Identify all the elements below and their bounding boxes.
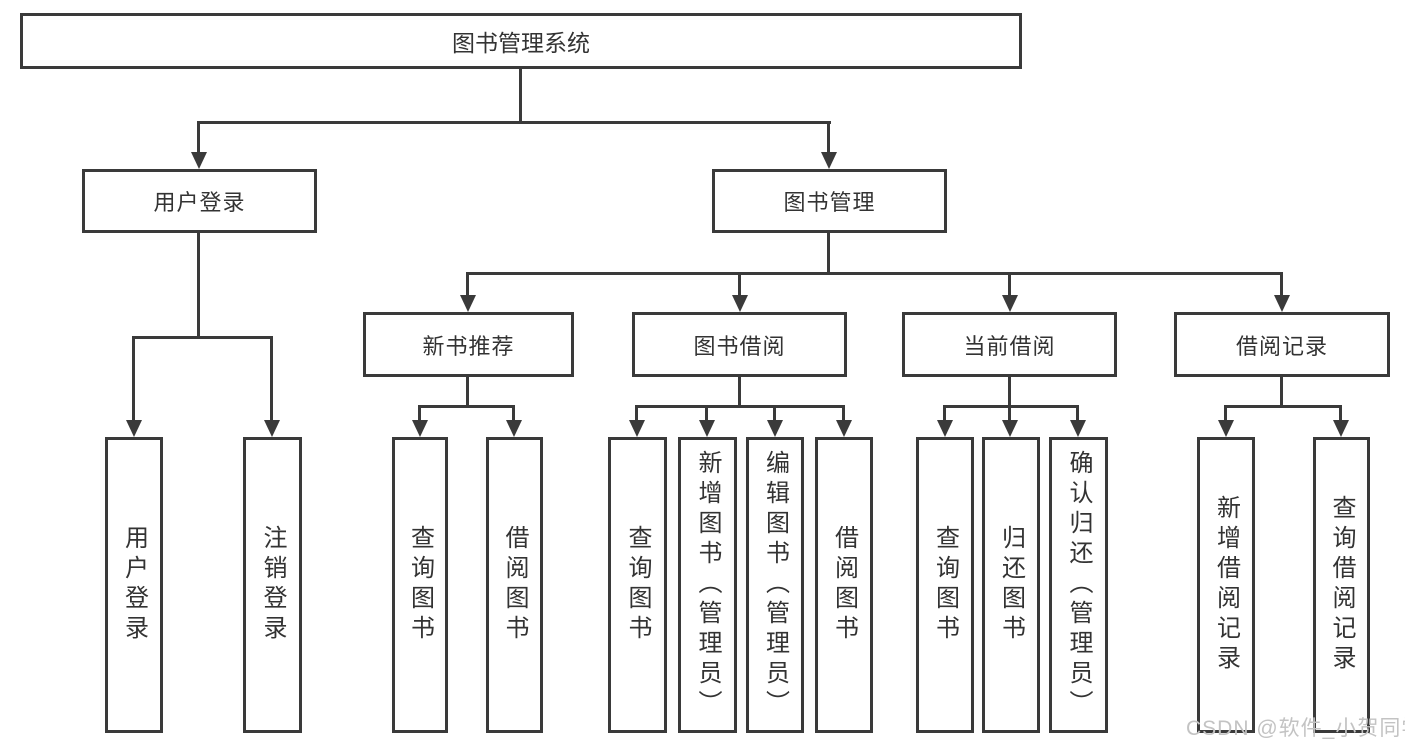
leaf-add-book-admin: 新增图书（管理员） — [678, 437, 737, 733]
leaf-label: 注销登录 — [259, 525, 286, 645]
node-label: 图书管理 — [783, 190, 876, 215]
connector-line — [1008, 272, 1011, 299]
connector-line — [1280, 272, 1283, 299]
leaf-label: 借阅图书 — [830, 525, 858, 645]
connector-line — [1008, 405, 1011, 424]
arrow-down-icon — [460, 295, 476, 312]
arrow-down-icon — [1070, 420, 1086, 437]
leaf-label: 借阅图书 — [501, 525, 528, 645]
node-label: 当前借阅 — [963, 333, 1056, 359]
leaf-query-borrow-record: 查询借阅记录 — [1313, 437, 1370, 733]
connector-line — [738, 272, 741, 299]
leaf-return-books: 归还图书 — [982, 437, 1040, 733]
node-user-login: 用户登录 — [82, 169, 317, 233]
arrow-down-icon — [767, 420, 783, 437]
leaf-add-borrow-record: 新增借阅记录 — [1197, 437, 1255, 733]
connector-line — [738, 377, 741, 408]
node-new-book-recommend: 新书推荐 — [363, 312, 574, 377]
arrow-down-icon — [1218, 420, 1234, 437]
connector-line — [198, 121, 831, 124]
connector-line — [197, 121, 200, 156]
leaf-edit-book-admin: 编辑图书（管理员） — [746, 437, 804, 733]
arrow-down-icon — [1274, 295, 1290, 312]
node-library-system-root: 图书管理系统 — [20, 13, 1022, 69]
leaf-query-books-recommend: 查询图书 — [392, 437, 448, 733]
connector-line — [418, 405, 515, 408]
connector-line — [132, 336, 135, 424]
arrow-down-icon — [821, 152, 837, 169]
arrow-down-icon — [629, 420, 645, 437]
arrow-down-icon — [836, 420, 852, 437]
leaf-user-login: 用户登录 — [105, 437, 163, 733]
leaf-label: 确认归还（管理员） — [1065, 450, 1092, 720]
leaf-label: 新增借阅记录 — [1212, 495, 1240, 675]
arrow-down-icon — [937, 420, 953, 437]
connector-line — [1224, 405, 1227, 424]
leaf-label: 用户登录 — [120, 525, 148, 645]
leaf-label: 查询借阅记录 — [1328, 495, 1355, 675]
arrow-down-icon — [1002, 295, 1018, 312]
connector-line — [1224, 405, 1342, 408]
arrow-down-icon — [126, 420, 142, 437]
leaf-label: 查询图书 — [406, 525, 434, 645]
node-label: 图书借阅 — [693, 333, 786, 359]
leaf-logout: 注销登录 — [243, 437, 302, 733]
arrow-down-icon — [264, 420, 280, 437]
connector-line — [132, 336, 273, 339]
connector-line — [1008, 377, 1011, 408]
leaf-query-books-borrow: 查询图书 — [608, 437, 667, 733]
arrow-down-icon — [191, 152, 207, 169]
csdn-watermark: CSDN @软件_小贺同学 — [1186, 717, 1405, 740]
connector-line — [943, 405, 1079, 408]
leaf-label: 新增图书（管理员） — [694, 450, 721, 720]
connector-line — [467, 272, 1283, 275]
connector-line — [943, 405, 946, 424]
connector-line — [827, 233, 830, 275]
arrow-down-icon — [506, 420, 522, 437]
connector-line — [1280, 377, 1283, 408]
connector-line — [466, 377, 469, 408]
node-book-borrowing: 图书借阅 — [632, 312, 847, 377]
node-current-borrowing: 当前借阅 — [902, 312, 1117, 377]
node-book-management: 图书管理 — [712, 169, 947, 233]
connector-line — [1339, 405, 1342, 424]
connector-line — [635, 405, 844, 408]
node-borrowing-records: 借阅记录 — [1174, 312, 1390, 377]
connector-line — [466, 272, 469, 299]
leaf-query-books-current: 查询图书 — [916, 437, 974, 733]
connector-line — [842, 405, 845, 424]
connector-line — [1076, 405, 1079, 424]
connector-line — [512, 405, 515, 424]
connector-line — [705, 405, 708, 424]
node-label: 新书推荐 — [422, 333, 515, 359]
leaf-label: 归还图书 — [997, 525, 1025, 645]
node-label: 用户登录 — [153, 190, 246, 215]
arrow-down-icon — [1333, 420, 1349, 437]
arrow-down-icon — [699, 420, 715, 437]
arrow-down-icon — [732, 295, 748, 312]
arrow-down-icon — [412, 420, 428, 437]
connector-line — [270, 336, 273, 424]
leaf-confirm-return-admin: 确认归还（管理员） — [1049, 437, 1108, 733]
connector-line — [197, 233, 200, 339]
leaf-label: 查询图书 — [931, 525, 959, 645]
leaf-label: 编辑图书（管理员） — [761, 450, 789, 720]
connector-line — [827, 121, 830, 156]
node-label: 图书管理系统 — [452, 30, 590, 56]
leaf-label: 查询图书 — [624, 525, 651, 645]
connector-line — [635, 405, 638, 424]
leaf-borrow-books-recommend: 借阅图书 — [486, 437, 543, 733]
connector-line — [773, 405, 776, 424]
connector-line — [519, 69, 522, 121]
node-label: 借阅记录 — [1235, 333, 1328, 359]
arrow-down-icon — [1002, 420, 1018, 437]
connector-line — [418, 405, 421, 424]
leaf-borrow-books: 借阅图书 — [815, 437, 873, 733]
